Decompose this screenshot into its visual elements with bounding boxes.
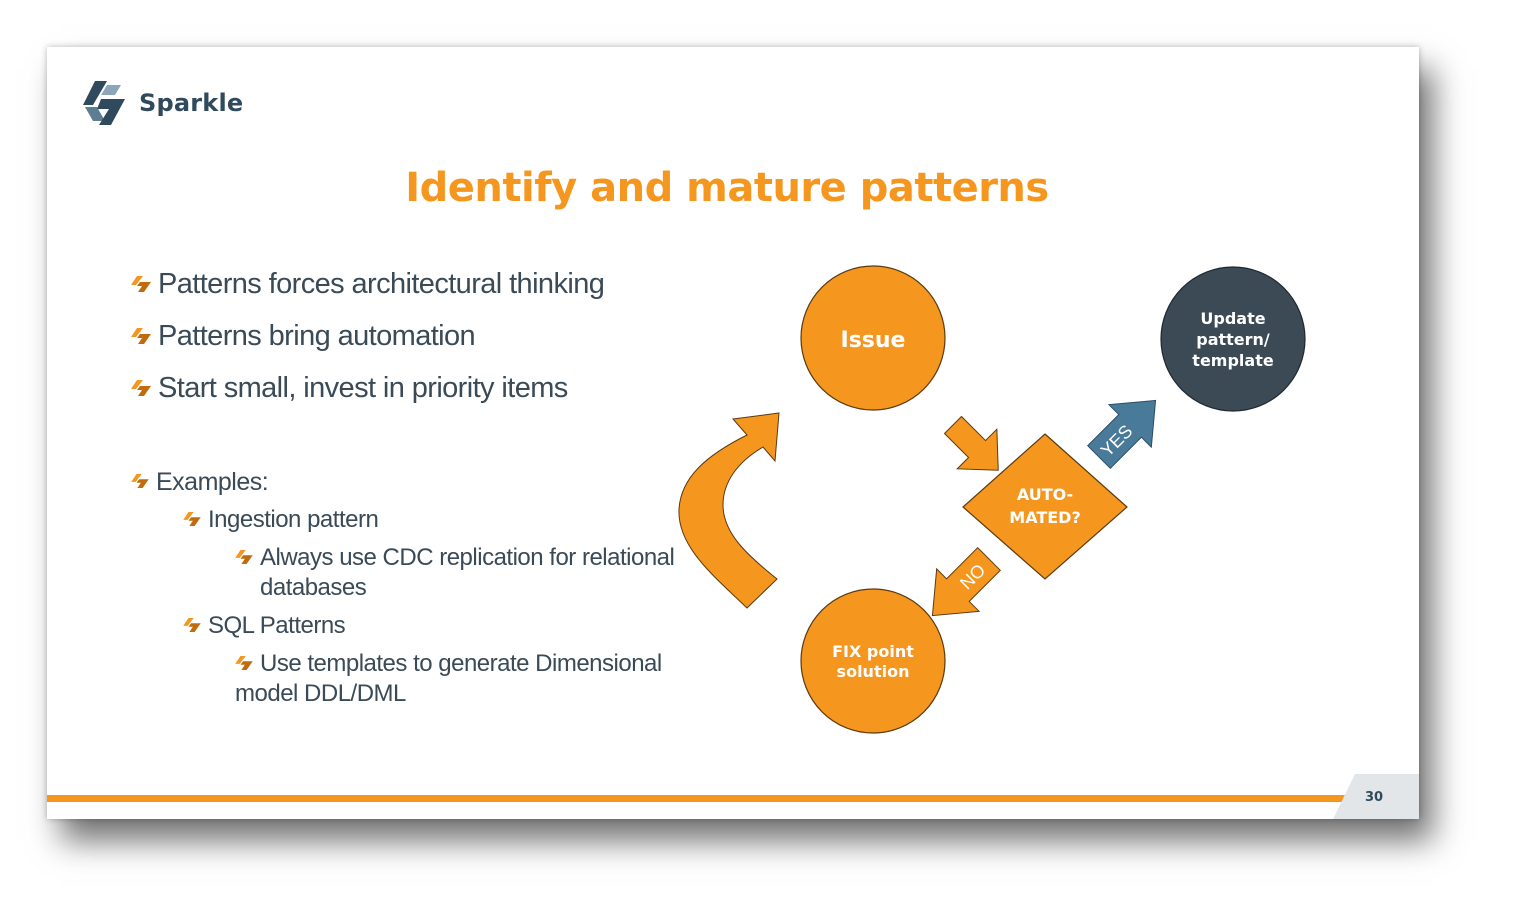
- sparkle-bullet-icon: [131, 474, 149, 488]
- fix-point-node: [800, 588, 946, 734]
- issue-label: Issue: [841, 328, 906, 353]
- bullet-text: Always use CDC replication for relationa…: [260, 544, 675, 571]
- bullet-item: Start small, invest in priority items: [131, 371, 691, 405]
- issue-node: [800, 265, 946, 411]
- bullet-text: SQL Patterns: [208, 612, 346, 639]
- slide: Sparkle Identify and mature patterns Pat…: [47, 47, 1419, 819]
- sub-bullet-ingestion: Ingestion pattern: [183, 505, 691, 535]
- update-label-line1: Update: [1200, 309, 1265, 328]
- sparkle-bullet-icon: [131, 380, 151, 396]
- automated-label-line2: MATED?: [1009, 508, 1080, 527]
- sub-sub-bullet-templates: Use templates to generate Dimensional mo…: [235, 649, 691, 709]
- sparkle-bullet-icon: [131, 276, 151, 292]
- examples-heading: Examples:: [131, 467, 691, 497]
- brand-logo: Sparkle: [81, 77, 243, 129]
- sub-sub-bullet-cdc: Always use CDC replication for relationa…: [235, 543, 691, 603]
- bullet-text: Start small, invest in priority items: [158, 372, 568, 404]
- fix-label-line2: solution: [837, 662, 910, 681]
- bullet-text: Use templates to generate Dimensional: [260, 650, 662, 677]
- sparkle-bullet-icon: [183, 512, 201, 526]
- update-pattern-node: [1160, 266, 1306, 412]
- bullet-item: Patterns bring automation: [131, 319, 691, 353]
- bullet-text: Patterns forces architectural thinking: [158, 268, 605, 300]
- fix-label-line1: FIX point: [832, 642, 914, 661]
- pattern-flow-diagram: Issue Update pattern/ template AUTO- MAT…: [678, 265, 1306, 734]
- footer-accent-bar: [47, 795, 1347, 802]
- sparkle-bullet-icon: [183, 618, 201, 632]
- arrow-return-loop-shape: [678, 412, 780, 609]
- sparkle-bullet-icon: [131, 328, 151, 344]
- automated-decision-node: [962, 433, 1128, 580]
- bullet-text: Patterns bring automation: [158, 320, 476, 352]
- bullet-text: Examples:: [156, 468, 269, 496]
- sparkle-bullet-icon: [235, 550, 253, 564]
- arrow-yes: YES: [1086, 399, 1157, 470]
- sparkle-bullet-icon: [235, 656, 253, 670]
- arrow-issue-to-automated: [943, 415, 999, 471]
- arrow-no: NO: [931, 546, 1002, 617]
- update-label-line3: template: [1192, 351, 1274, 370]
- update-label-line2: pattern/: [1196, 330, 1270, 349]
- bullet-list: Patterns forces architectural thinking P…: [131, 267, 691, 717]
- bullet-text-continued: databases: [260, 574, 367, 601]
- sub-bullet-sql: SQL Patterns: [183, 611, 691, 641]
- slide-title: Identify and mature patterns: [405, 165, 1049, 211]
- page-number: 30: [1365, 790, 1384, 805]
- bullet-text: Ingestion pattern: [208, 506, 379, 533]
- sparkle-logo-icon: [83, 81, 125, 125]
- brand-name: Sparkle: [139, 89, 244, 117]
- automated-label-line1: AUTO-: [1017, 485, 1073, 504]
- bullet-text-continued: model DDL/DML: [235, 680, 406, 707]
- bullet-item: Patterns forces architectural thinking: [131, 267, 691, 301]
- page-number-tab: [1333, 774, 1419, 819]
